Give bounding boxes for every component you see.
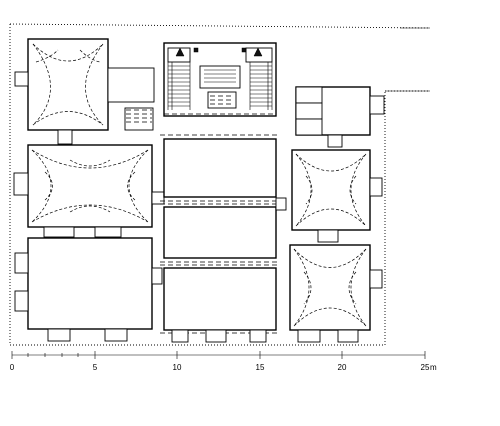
room-bottom-left [14,237,163,342]
room-top-left [14,38,155,145]
room-middle-left [13,144,165,238]
site-boundary [9,23,431,346]
room-bottom-right [289,244,383,343]
scale-tick-label: 0 [10,363,15,372]
room-middle-right [291,149,383,243]
scale-tick-label: 15 [256,363,265,372]
scale-tick-label: 10 [173,363,182,372]
central-hall [160,134,287,343]
scale-tick-label: 25 [421,363,430,372]
staircase-block [163,42,277,117]
scale-tick-label: 20 [338,363,347,372]
scale-unit-label: m [430,363,437,372]
scale-bar: 0 5 10 15 20 25 m [10,351,437,372]
room-top-right [295,86,385,148]
scale-tick-label: 5 [93,363,98,372]
